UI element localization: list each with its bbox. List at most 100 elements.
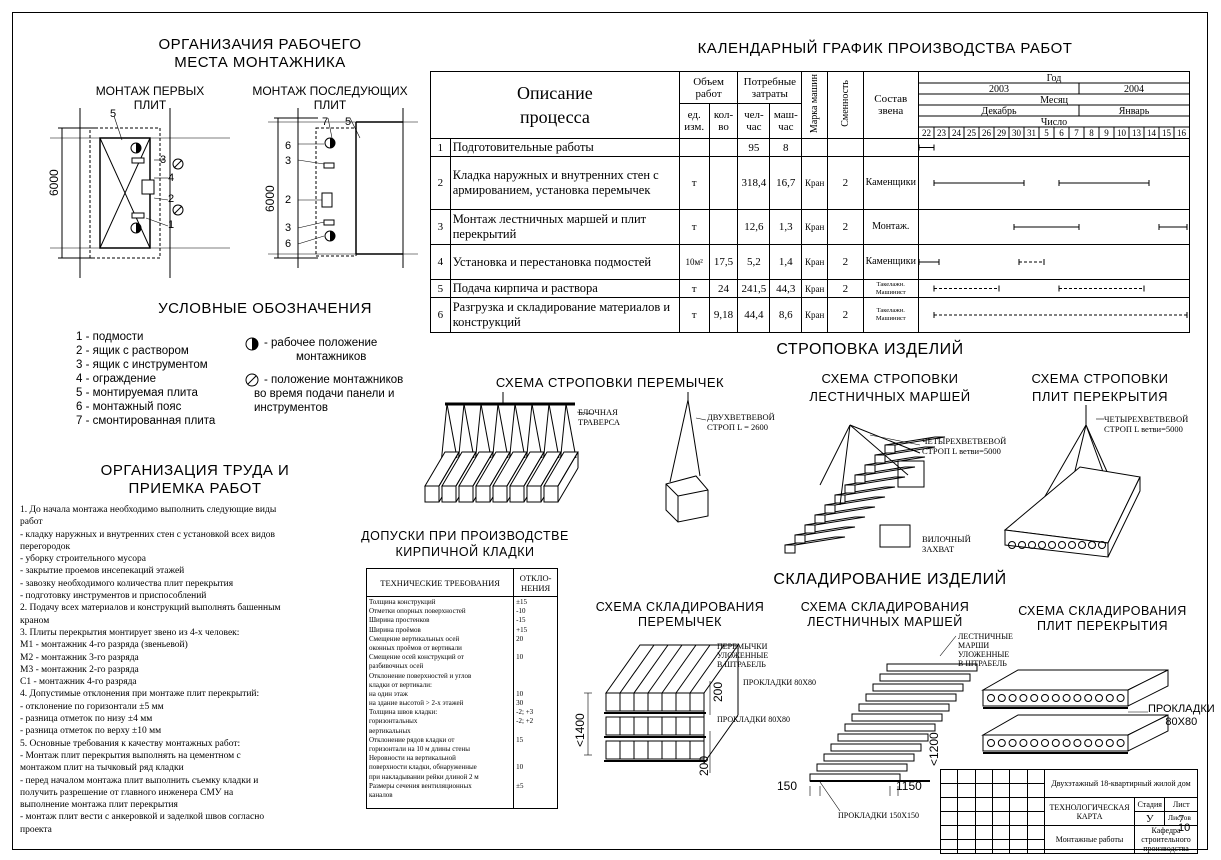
labor-line: 4. Допустимые отклонения при монтаже пли… bbox=[20, 689, 260, 700]
tolerance-req-line: Отметки опорных поверхностей bbox=[369, 607, 466, 616]
stair-stack-label-line2: МАРШИ bbox=[958, 641, 990, 650]
next-slab-num-7: 7 bbox=[322, 116, 329, 128]
labor-line: - разница отметок по низу ±4 мм bbox=[20, 714, 153, 725]
timeline-day: 24 bbox=[952, 128, 962, 138]
first-slab-plan bbox=[50, 108, 230, 278]
tolerance-dev-line: 20 bbox=[516, 634, 524, 643]
schedule-cell-ch: 95 bbox=[737, 138, 771, 157]
tolerance-dev-line bbox=[516, 681, 555, 690]
stair-riser bbox=[794, 534, 806, 544]
schedule-cell-crew: Каменщики bbox=[862, 156, 919, 210]
timeline-cell bbox=[917, 279, 1191, 298]
stored-slab-hole bbox=[1073, 739, 1082, 747]
labor-line: - завозку необходимого количества плит п… bbox=[20, 578, 234, 589]
stored-slab-hole bbox=[1105, 739, 1114, 747]
stored-stair-flight bbox=[872, 683, 964, 692]
slab-storage-drawing bbox=[981, 669, 1169, 754]
title-block-object: Двухэтажный 18-квартирный жилой дом bbox=[1043, 769, 1199, 798]
tolerances-header-dev: ОТКЛО-НЕНИЯ bbox=[513, 568, 558, 597]
tolerance-dev-line: 15 bbox=[516, 735, 524, 744]
labor-line: - разница отметок по верху ±10 мм bbox=[20, 726, 162, 737]
labor-line: - Монтаж плит перекрытия выполнять на це… bbox=[20, 750, 241, 761]
tolerance-dev-line: -2; +3 bbox=[516, 708, 534, 717]
stored-slab-hole bbox=[1105, 694, 1114, 702]
next-slab-num-5: 5 bbox=[345, 116, 352, 128]
legend-title: УСЛОВНЫЕ ОБОЗНАЧЕНИЯ bbox=[158, 300, 372, 317]
tolerance-req-line: каналов bbox=[369, 790, 393, 799]
tolerance-dev-line: 10 bbox=[516, 689, 524, 698]
stair-stack-label: ЛЕСТНИЧНЫЕ МАРШИ УЛОЖЕННЫЕ В ШТРАБЕЛЬ bbox=[958, 632, 1013, 668]
schedule-cell-shift: 2 bbox=[827, 156, 864, 210]
schedule-cell-n: 5 bbox=[430, 279, 451, 298]
tolerance-dev-line bbox=[516, 672, 555, 681]
labor-line: С1 - монтажник 4-го разряда bbox=[20, 677, 137, 688]
labor-title-line1: ОРГАНИЗАЦИЯ ТРУДА И bbox=[100, 462, 290, 479]
stair-storage-title: СХЕМА СКЛАДИРОВАНИЯ ЛЕСТНИЧНЫХ МАРШЕЙ bbox=[790, 600, 980, 630]
lintel-slinging-drawing bbox=[424, 392, 594, 503]
schedule-cell-mark: Кран bbox=[801, 209, 829, 245]
slab-slinging-title-line1: СХЕМА СТРОПОВКИ bbox=[1031, 371, 1169, 386]
lintel-block-face bbox=[441, 485, 457, 503]
stair-landing bbox=[897, 460, 925, 488]
first-slab-num-1: 1 bbox=[168, 219, 175, 231]
legend-item: 4 - ограждение bbox=[76, 373, 156, 385]
lintel-sling bbox=[514, 403, 526, 459]
schedule-cell-ch: 5,2 bbox=[737, 244, 771, 280]
stair-spacer-label: ПРОКЛАДКИ 80Х80 bbox=[743, 678, 816, 687]
timeline-day-label: Число bbox=[1041, 117, 1067, 128]
timeline-cell bbox=[917, 138, 1191, 157]
lintel-block-face bbox=[543, 485, 559, 503]
slab-spacer-label-line2: 80Х80 bbox=[1165, 716, 1198, 728]
lintel-block-face bbox=[492, 485, 508, 503]
schedule-cell-qty bbox=[708, 156, 739, 210]
tolerance-dev-line bbox=[516, 745, 555, 754]
timeline-day: 29 bbox=[997, 128, 1007, 138]
lintel-stack-block bbox=[619, 740, 635, 760]
slab-spacer-label: ПРОКЛАДКИ 80Х80 bbox=[1148, 703, 1215, 729]
feeding-position-icon bbox=[245, 373, 259, 387]
header-crew: Состав звена bbox=[862, 71, 919, 139]
lintel-sling bbox=[508, 403, 516, 465]
stair-slinging-title-line1: СХЕМА СТРОПОВКИ bbox=[821, 371, 959, 386]
stored-stair-flight bbox=[851, 713, 943, 722]
lintel-sling bbox=[542, 403, 550, 465]
timeline-day: 10 bbox=[1117, 128, 1127, 138]
legend-item: 2 - ящик с раствором bbox=[76, 345, 189, 357]
tolerances-table: ТЕХНИЧЕСКИЕ ТРЕБОВАНИЯ ОТКЛО-НЕНИЯ Толщи… bbox=[365, 568, 558, 809]
fork-grip-label-line1: ВИЛОЧНЫЙ bbox=[922, 534, 971, 544]
title-block-doc: ТЕХНОЛОГИЧЕСКАЯ КАРТА bbox=[1043, 797, 1136, 826]
lintel-block-face bbox=[526, 485, 542, 503]
lintel-storage-title-line2: ПЕРЕМЫЧЕК bbox=[638, 615, 722, 629]
labor-text: 1. До начала монтажа необходимо выполнит… bbox=[20, 504, 280, 836]
stair-step bbox=[814, 506, 876, 516]
timeline-day: 31 bbox=[1027, 128, 1036, 138]
title-block-work: Монтажные работы bbox=[1043, 825, 1136, 854]
schedule-title: КАЛЕНДАРНЫЙ ГРАФИК ПРОИЗВОДСТВА РАБОТ bbox=[697, 40, 1073, 57]
schedule-cell-crew: Такелажн. Машинист bbox=[862, 297, 919, 333]
header-mark: Марка машин bbox=[801, 71, 829, 139]
schedule-cell-mark bbox=[801, 138, 829, 157]
lintel-stack-block bbox=[605, 692, 621, 712]
tolerance-req-line: на один этаж bbox=[369, 689, 408, 698]
stair-step bbox=[794, 526, 856, 536]
title-block: Двухэтажный 18-квартирный жилой дом ТЕХН… bbox=[939, 769, 1199, 854]
schedule-cell-qty: 17,5 bbox=[708, 244, 739, 280]
lintel-block-face bbox=[475, 485, 491, 503]
stored-slab-hole bbox=[1116, 739, 1125, 747]
lintel-storage-drawing bbox=[584, 644, 739, 773]
lintel-stack-block bbox=[633, 692, 649, 712]
tolerance-req-line: горизонтальных bbox=[369, 717, 418, 726]
stored-stair-flight bbox=[809, 773, 901, 782]
schedule-cell-shift: 2 bbox=[827, 209, 864, 245]
tolerance-dev-line: +15 bbox=[516, 625, 528, 634]
schedule-cell-desc: Подготовительные работы bbox=[449, 138, 680, 157]
timeline-day: 16 bbox=[1177, 128, 1187, 138]
stored-stair-flight bbox=[886, 663, 978, 672]
title-block-sheets: 10 bbox=[1178, 822, 1191, 834]
tolerance-dev-line: 10 bbox=[516, 763, 524, 772]
timeline-bar bbox=[933, 285, 1145, 292]
header-mark-text: Марка машин bbox=[809, 73, 821, 134]
labor-title-line2: ПРИЕМКА РАБОТ bbox=[128, 480, 262, 497]
